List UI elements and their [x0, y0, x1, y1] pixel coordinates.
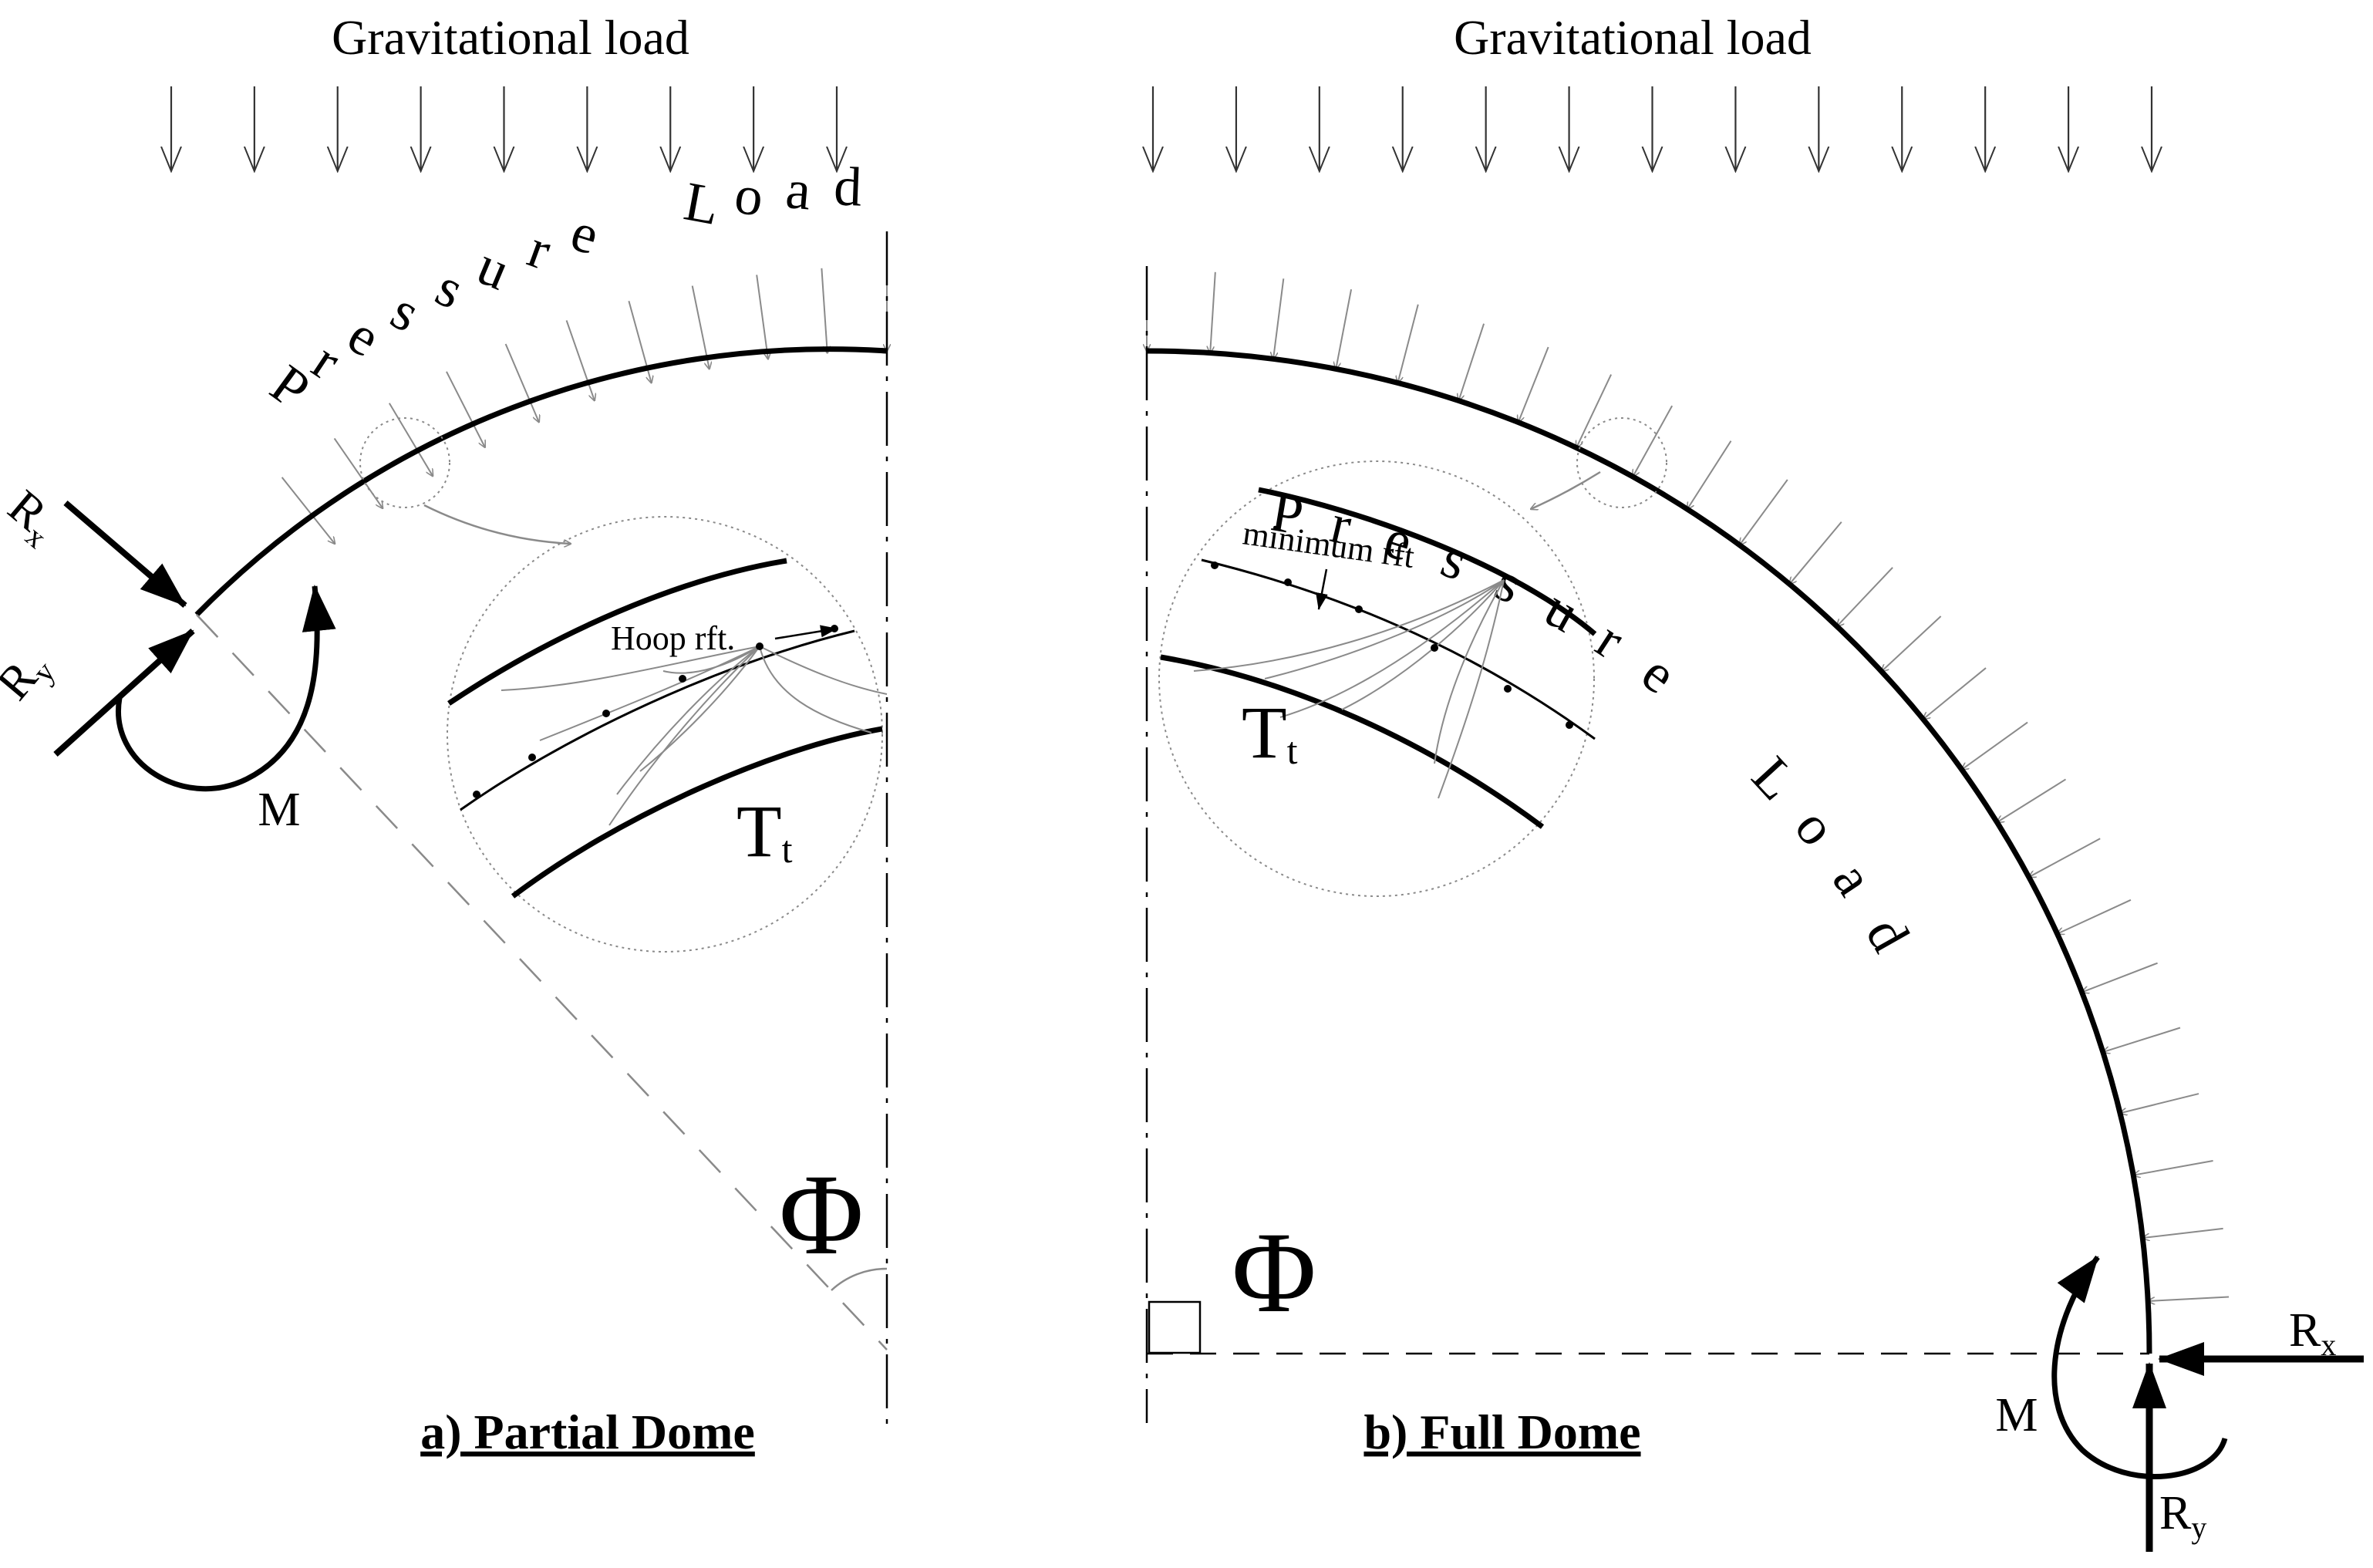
pressure-load-letter: o — [731, 164, 767, 228]
right-angle-marker — [1148, 1300, 1202, 1354]
pressure-arrow — [2120, 1093, 2199, 1113]
rx-arrow — [63, 500, 187, 609]
thickness-label: Tt — [737, 790, 793, 872]
pressure-load-letter: d — [833, 155, 863, 217]
pressure-arrow — [2082, 962, 2158, 993]
pressure-arrow — [504, 343, 539, 422]
angle-symbol: Φ — [1232, 1209, 1316, 1337]
pressure-load-letter: s — [382, 279, 430, 344]
full-dome-title: b) Full Dome — [1363, 1404, 1640, 1459]
detail-fan-lines — [501, 646, 888, 826]
pressure-arrow — [1882, 615, 1942, 671]
detail-inner-face — [511, 726, 883, 899]
detail-inner-face — [1160, 654, 1545, 829]
pressure-arrow — [2133, 1160, 2213, 1175]
ry-arrow — [53, 629, 195, 757]
moment-arrow — [116, 585, 336, 792]
pressure-arrow — [281, 477, 335, 544]
pressure-load-arrows — [1147, 270, 2230, 1301]
pressure-load-letter: s — [427, 256, 474, 321]
pressure-load-letter: r — [1586, 609, 1635, 670]
pressure-arrow — [1210, 271, 1216, 353]
pressure-load-letter: e — [1631, 642, 1688, 706]
ry-label: Ry — [2159, 1487, 2206, 1545]
radius-line — [196, 614, 888, 1351]
pressure-arrow — [1687, 440, 1732, 509]
pressure-arrow — [821, 268, 827, 353]
pressure-load-letter: L — [1741, 745, 1809, 811]
ry-label: Ry — [0, 639, 62, 713]
pressure-arrow — [2029, 838, 2101, 877]
pressure-arrow — [1837, 567, 1893, 626]
pressure-arrow — [2058, 899, 2132, 934]
pressure-arrow — [565, 320, 595, 400]
pressure-arrow — [1633, 405, 1674, 477]
pressure-load-arrows — [281, 266, 887, 544]
moment-arrow — [2051, 1255, 2228, 1480]
dome-shell — [1146, 348, 2152, 1354]
pressure-arrow — [1997, 778, 2067, 822]
detail-reinforcement-line — [1201, 558, 1596, 740]
gravitational-load-arrows — [1153, 86, 2152, 171]
pressure-arrow — [333, 437, 383, 507]
gravitational-load-label: Gravitational load — [1454, 10, 1812, 65]
pressure-arrow — [756, 275, 768, 359]
pressure-load-letter: s — [1486, 551, 1532, 615]
minimum-rft-pointer — [1316, 568, 1328, 610]
rx-label: Rx — [0, 481, 69, 555]
moment-label: M — [258, 784, 300, 836]
detail-callout-circle — [359, 417, 450, 508]
pressure-load-letter: r — [521, 217, 559, 282]
pressure-arrow — [2148, 1296, 2230, 1300]
pressure-arrow — [2103, 1027, 2181, 1053]
pressure-arrow — [388, 403, 433, 476]
rx-label: Rx — [2289, 1304, 2336, 1362]
detail-outer-face — [1258, 487, 1597, 636]
pressure-arrow — [1923, 667, 1987, 719]
detail-leader — [423, 504, 571, 544]
partial-dome-title: a) Partial Dome — [420, 1404, 755, 1459]
detail-reinforcement-line — [460, 629, 855, 811]
detail-callout-circle — [1576, 417, 1667, 508]
pressure-arrow — [1740, 479, 1788, 545]
gravitational-load-label: Gravitational load — [332, 10, 689, 65]
pressure-arrow — [1336, 289, 1353, 369]
pressure-load-letter: e — [564, 201, 605, 267]
pressure-load-letter: o — [1783, 797, 1849, 857]
hoop-rft-note: Hoop rft. — [611, 619, 735, 657]
angle-symbol: Φ — [779, 1151, 864, 1279]
pressure-load-letter: a — [784, 158, 814, 221]
pressure-arrow — [1519, 346, 1549, 423]
pressure-load-letter: d — [1854, 907, 1921, 962]
pressure-load-letter: L — [679, 170, 724, 238]
detail-circle — [447, 516, 883, 953]
moment-label: M — [1995, 1389, 2038, 1442]
pressure-arrow — [1397, 304, 1419, 383]
pressure-arrow — [1273, 278, 1285, 359]
detail-outer-face — [447, 558, 787, 706]
pressure-arrow — [1458, 323, 1485, 401]
detail-circle — [1158, 460, 1595, 897]
pressure-load-letter: r — [302, 330, 352, 392]
detail-fan-lines — [1193, 579, 1505, 799]
pressure-arrow — [1789, 521, 1842, 585]
hoop-rft-pointer — [774, 625, 838, 640]
pressure-arrow — [1962, 721, 2028, 770]
pressure-arrow — [446, 371, 485, 447]
thickness-label: Tt — [1242, 691, 1298, 774]
dome-shell — [194, 346, 888, 617]
pressure-arrow — [2142, 1227, 2223, 1238]
pressure-load-letter: u — [469, 234, 518, 302]
gravitational-load-arrows — [171, 86, 837, 171]
angle-arc — [831, 1267, 888, 1291]
detail-leader — [1531, 470, 1601, 509]
minimum-reinforcement-dots — [1211, 561, 1573, 729]
pressure-arrow — [1576, 374, 1613, 448]
pressure-load-letter: a — [1821, 851, 1886, 906]
